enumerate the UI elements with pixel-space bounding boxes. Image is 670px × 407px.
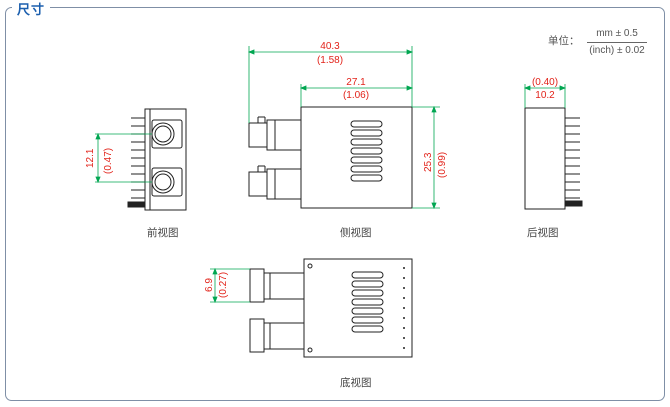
- side-total-length-inch: (1.58): [317, 55, 343, 66]
- unit-tolerance-mm: mm ± 0.5: [596, 28, 638, 39]
- back-width-mm: 10.2: [535, 90, 555, 101]
- bottom-view-drawing: [249, 258, 413, 358]
- bottom-vents: [351, 271, 384, 333]
- bottom-dim-inch: (0.27): [218, 272, 229, 298]
- bottom-pin-dots: [403, 267, 405, 349]
- side-body-length-mm: 27.1: [346, 77, 366, 88]
- back-view-drawing: [524, 107, 583, 210]
- front-pins-left: [131, 117, 145, 199]
- front-dimension: [95, 132, 152, 184]
- side-view-drawing: [248, 106, 413, 209]
- bottom-view-caption: 底视图: [340, 377, 372, 389]
- side-total-length-mm: 40.3: [320, 41, 340, 52]
- front-view-caption: 前视图: [147, 227, 179, 239]
- section-title: 尺寸: [12, 0, 51, 18]
- back-dimension: [523, 84, 567, 108]
- front-view-drawing: [127, 108, 187, 211]
- back-width-inch: (0.40): [532, 77, 558, 88]
- side-height-mm: 25.3: [423, 152, 434, 172]
- side-view-caption: 侧视图: [340, 227, 372, 239]
- side-dimensions: [247, 46, 440, 210]
- bottom-dim-mm: 6.9: [204, 278, 215, 292]
- unit-fraction-line: [587, 42, 647, 43]
- side-height-inch: (0.99): [437, 152, 448, 178]
- back-pins: [565, 117, 580, 199]
- side-vents: [350, 120, 383, 182]
- front-dim-mm: 12.1: [85, 148, 96, 168]
- unit-tolerance-inch: (inch) ± 0.02: [589, 45, 645, 56]
- unit-label: 单位：: [548, 35, 580, 47]
- front-dim-inch: (0.47): [103, 148, 114, 174]
- section-frame: [5, 7, 665, 401]
- bottom-dimension: [210, 267, 250, 304]
- back-view-caption: 后视图: [527, 227, 559, 239]
- side-body-length-inch: (1.06): [343, 90, 369, 101]
